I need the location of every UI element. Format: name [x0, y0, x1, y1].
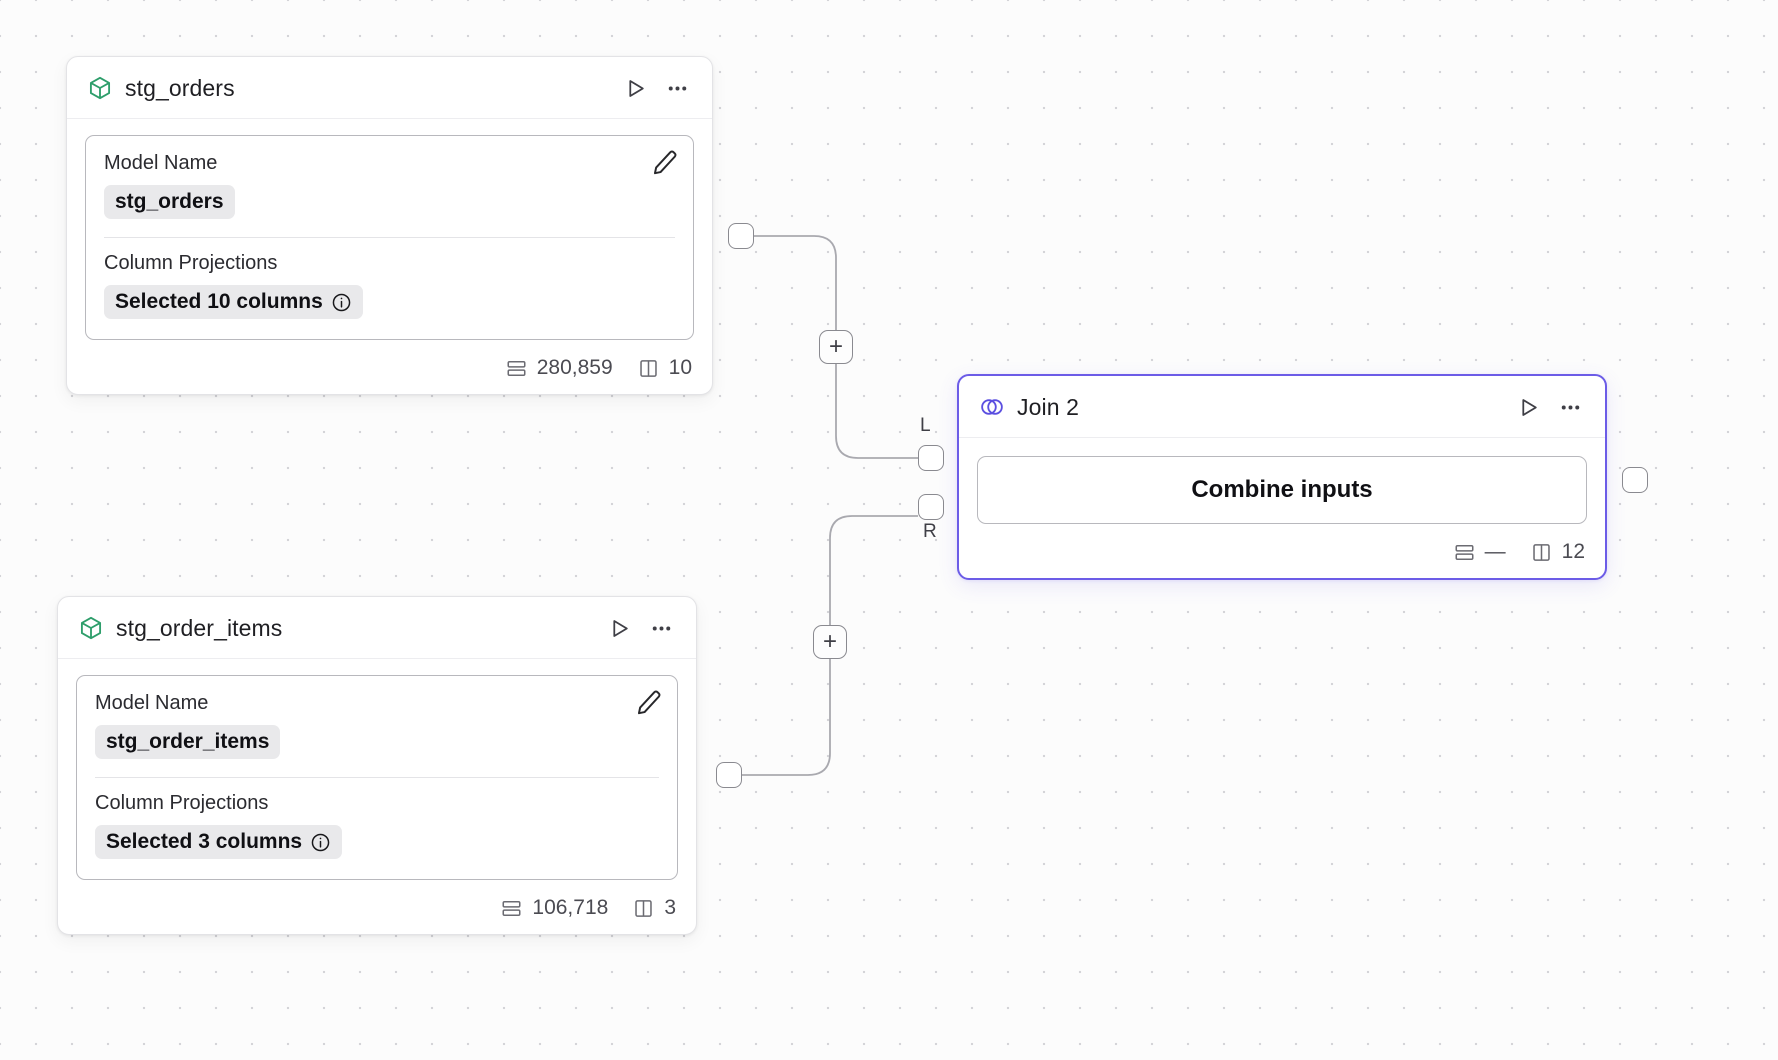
more-options-icon[interactable]: [646, 613, 676, 643]
play-icon[interactable]: [1513, 392, 1543, 422]
node-body: Combine inputs: [959, 438, 1605, 530]
node-title: Join 2: [1017, 393, 1079, 420]
node-title: stg_order_items: [116, 614, 283, 641]
info-icon[interactable]: [331, 292, 352, 313]
pill-text: Selected 10 columns: [115, 290, 323, 313]
plus-icon: +: [822, 628, 837, 655]
value-column-projections[interactable]: Selected 3 columns: [95, 825, 343, 859]
node-footer: 106,718 3: [58, 886, 696, 934]
panel-divider: [95, 777, 659, 778]
columns-icon: [637, 357, 660, 380]
rows-stat: 280,859: [505, 356, 613, 380]
pencil-icon[interactable]: [635, 688, 663, 716]
rows-stat: 106,718: [500, 896, 608, 920]
rows-icon: [1453, 541, 1476, 564]
output-handle-stg-order-items[interactable]: [716, 762, 742, 788]
columns-icon: [632, 897, 655, 920]
columns-stat: 10: [637, 356, 692, 380]
columns-stat: 3: [632, 896, 676, 920]
play-icon[interactable]: [620, 73, 650, 103]
rows-stat: —: [1453, 540, 1506, 564]
value-column-projections[interactable]: Selected 10 columns: [104, 285, 363, 319]
node-join-2[interactable]: Join 2 Combine inputs: [957, 374, 1607, 580]
output-handle-join-2[interactable]: [1622, 467, 1648, 493]
pill-text: stg_orders: [115, 190, 224, 213]
rows-icon: [500, 897, 523, 920]
pencil-icon[interactable]: [651, 148, 679, 176]
output-handle-stg-orders[interactable]: [728, 223, 754, 249]
node-footer: 280,859 10: [67, 346, 712, 394]
node-stg-order-items[interactable]: stg_order_items Model Name: [57, 596, 697, 935]
rows-count: —: [1484, 540, 1506, 563]
play-icon[interactable]: [604, 613, 634, 643]
port-label-right: R: [923, 521, 937, 542]
info-icon[interactable]: [310, 832, 331, 853]
rows-icon: [505, 357, 528, 380]
value-model-name[interactable]: stg_order_items: [95, 725, 281, 759]
columns-stat: 12: [1530, 540, 1585, 564]
config-panel: Model Name stg_orders Column Projections…: [85, 135, 694, 340]
panel-divider: [104, 237, 675, 238]
input-handle-join-left[interactable]: [918, 445, 944, 471]
pill-text: Selected 3 columns: [106, 830, 303, 853]
columns-icon: [1530, 541, 1553, 564]
rows-count: 106,718: [532, 896, 609, 919]
node-footer: — 12: [959, 530, 1605, 578]
node-title: stg_orders: [125, 74, 235, 101]
field-label-model-name: Model Name: [104, 152, 218, 174]
cube-icon: [78, 615, 104, 641]
pill-text: stg_order_items: [106, 730, 270, 753]
node-header: stg_orders: [67, 57, 712, 119]
venn-join-icon: [979, 394, 1005, 420]
add-node-button-lower[interactable]: +: [813, 625, 847, 659]
node-stg-orders[interactable]: stg_orders Model Name: [66, 56, 713, 395]
config-panel: Model Name stg_order_items Column Projec…: [76, 675, 678, 880]
port-label-left: L: [920, 415, 931, 436]
more-options-icon[interactable]: [662, 73, 692, 103]
cube-icon: [87, 75, 113, 101]
rows-count: 280,859: [536, 356, 613, 379]
plus-icon: +: [828, 333, 843, 360]
add-node-button-upper[interactable]: +: [819, 330, 853, 364]
value-model-name[interactable]: stg_orders: [104, 185, 235, 219]
node-header: Join 2: [959, 376, 1605, 438]
input-handle-join-right[interactable]: [918, 494, 944, 520]
columns-count: 3: [664, 896, 676, 919]
more-options-icon[interactable]: [1555, 392, 1585, 422]
node-body: Model Name stg_orders Column Projections…: [67, 119, 712, 346]
field-label-column-projections: Column Projections: [104, 252, 278, 274]
columns-count: 12: [1561, 540, 1585, 563]
field-label-column-projections: Column Projections: [95, 792, 269, 814]
node-body: Model Name stg_order_items Column Projec…: [58, 659, 696, 886]
combine-inputs-button[interactable]: Combine inputs: [977, 456, 1587, 524]
node-header: stg_order_items: [58, 597, 696, 659]
field-label-model-name: Model Name: [95, 692, 209, 714]
columns-count: 10: [668, 356, 692, 379]
